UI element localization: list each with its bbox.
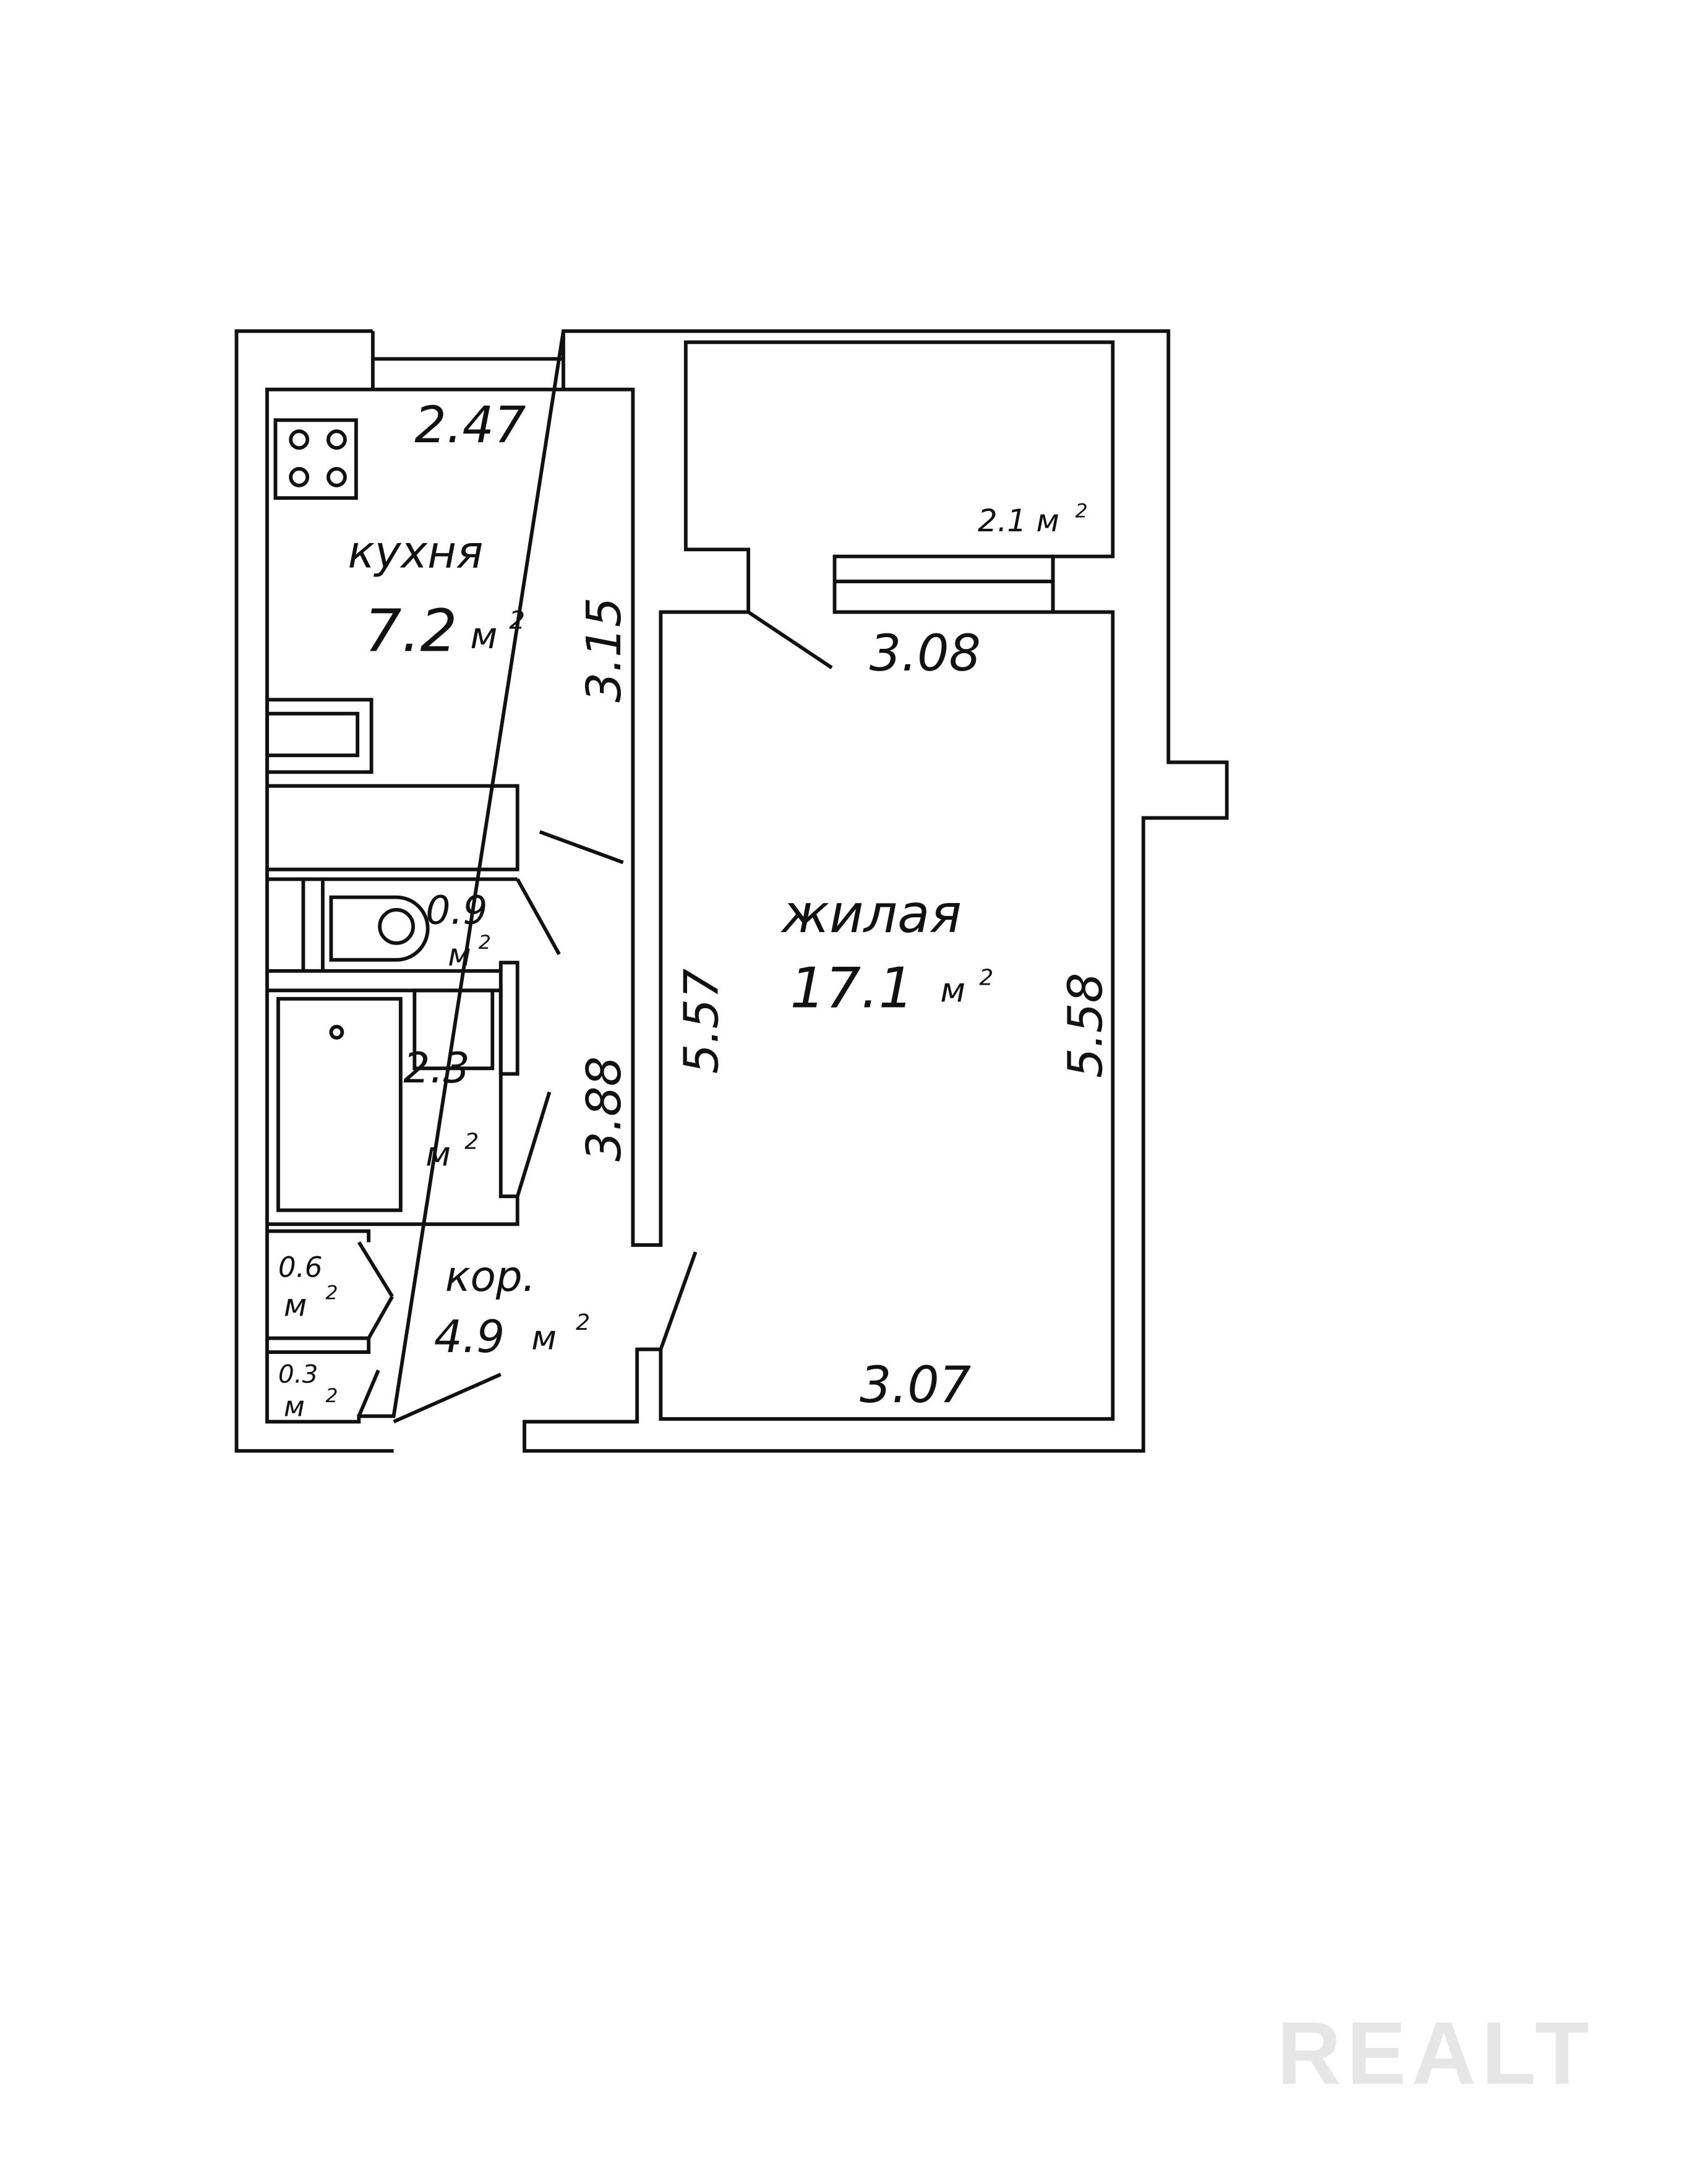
stove-icon — [273, 418, 358, 500]
fixtures — [273, 418, 495, 1212]
plan-label: м — [284, 1288, 307, 1324]
corridor-area: 4.9 — [434, 1311, 505, 1363]
plan-label: м — [470, 615, 497, 657]
realt-watermark: REALT — [1277, 2003, 1595, 2103]
balcony-area: 2.1 м — [978, 503, 1059, 539]
living-length-right: 5.58 — [1058, 973, 1113, 1078]
plan-label: м — [284, 1390, 305, 1423]
plan-label: 2 — [325, 1282, 338, 1304]
plan-label: м — [425, 1135, 451, 1174]
labels: 2.47 кухня 7.2 м 2 3.15 2.1 м 2 3.08 жил… — [278, 396, 1113, 1423]
plan-label: 2 — [325, 1385, 338, 1407]
kitchen-width: 2.47 — [414, 396, 526, 455]
kitchen-length: 3.15 — [577, 597, 632, 703]
plan-label: 2 — [464, 1129, 479, 1155]
plan-label: 2 — [479, 931, 491, 954]
closet1-area: 0.6 — [278, 1251, 323, 1284]
kitchen-area: 7.2 — [364, 597, 457, 666]
sink-icon — [412, 988, 495, 1071]
living-width-bottom: 3.07 — [860, 1356, 971, 1415]
bathtub-icon — [276, 996, 403, 1212]
plan-label: м — [531, 1319, 557, 1358]
doors — [357, 610, 833, 1424]
plan-label: 2 — [576, 1310, 590, 1335]
bath-area: 2.3 — [403, 1043, 469, 1092]
corridor-length: 3.88 — [577, 1056, 632, 1162]
plan-label: 2 — [509, 606, 525, 635]
living-width-top: 3.08 — [870, 625, 981, 683]
corridor-label: кор. — [445, 1252, 536, 1301]
plan-label: 2 — [1075, 500, 1088, 523]
closet2-area: 0.3 — [278, 1360, 318, 1389]
wc-area: 0.9 — [425, 888, 487, 933]
toilet-icon — [329, 895, 430, 962]
plan-label: м — [448, 937, 471, 973]
kitchen-label: кухня — [348, 526, 483, 578]
plan-label: 2 — [979, 965, 993, 990]
living-length-left: 5.57 — [675, 969, 730, 1074]
walls — [234, 329, 1229, 1453]
living-area: 17.1 — [790, 956, 914, 1021]
plan-label: м — [940, 970, 965, 1009]
living-label: жилая — [780, 884, 962, 945]
